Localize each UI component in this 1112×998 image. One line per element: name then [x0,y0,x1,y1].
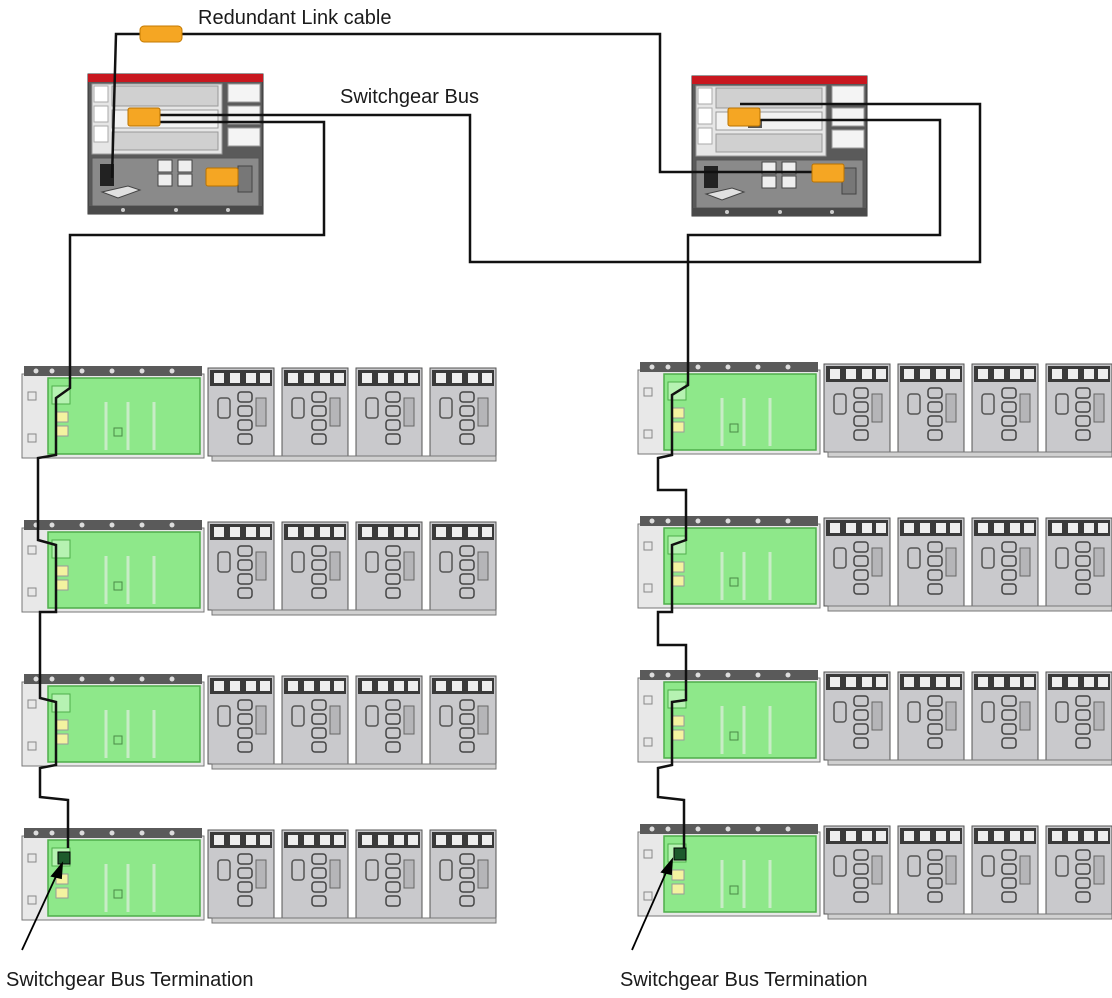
io-station-left-1 [22,366,496,461]
io-station-right-4 [638,824,1112,919]
io-station-left-3 [22,674,496,769]
termination-label-left: Switchgear Bus Termination [6,969,254,991]
bus-termination-left [57,851,71,865]
redundant-link-connector [139,25,183,43]
arrow-termination-left [21,871,59,951]
bus-termination-right [673,847,687,861]
left-bus-connector [127,107,161,127]
io-station-right-1 [638,362,1112,457]
termination-label-right: Switchgear Bus Termination [620,969,868,991]
left-bus-cable [36,120,326,848]
left-link-connector [205,167,239,187]
right-bus-connector [727,107,761,127]
arrow-termination-right [631,867,669,951]
io-station-right-3 [638,670,1112,765]
redundant-link-label: Redundant Link cable [198,7,391,29]
io-station-left-4 [22,828,496,923]
redundant-link-cable [110,32,820,179]
switchgear-bus-cable [145,102,982,264]
right-link-connector [811,163,845,183]
right-bus-cable [656,118,942,848]
io-station-left-2 [22,520,496,615]
io-station-right-2 [638,516,1112,611]
switchgear-bus-label: Switchgear Bus [340,86,479,108]
controller-right [691,75,868,217]
